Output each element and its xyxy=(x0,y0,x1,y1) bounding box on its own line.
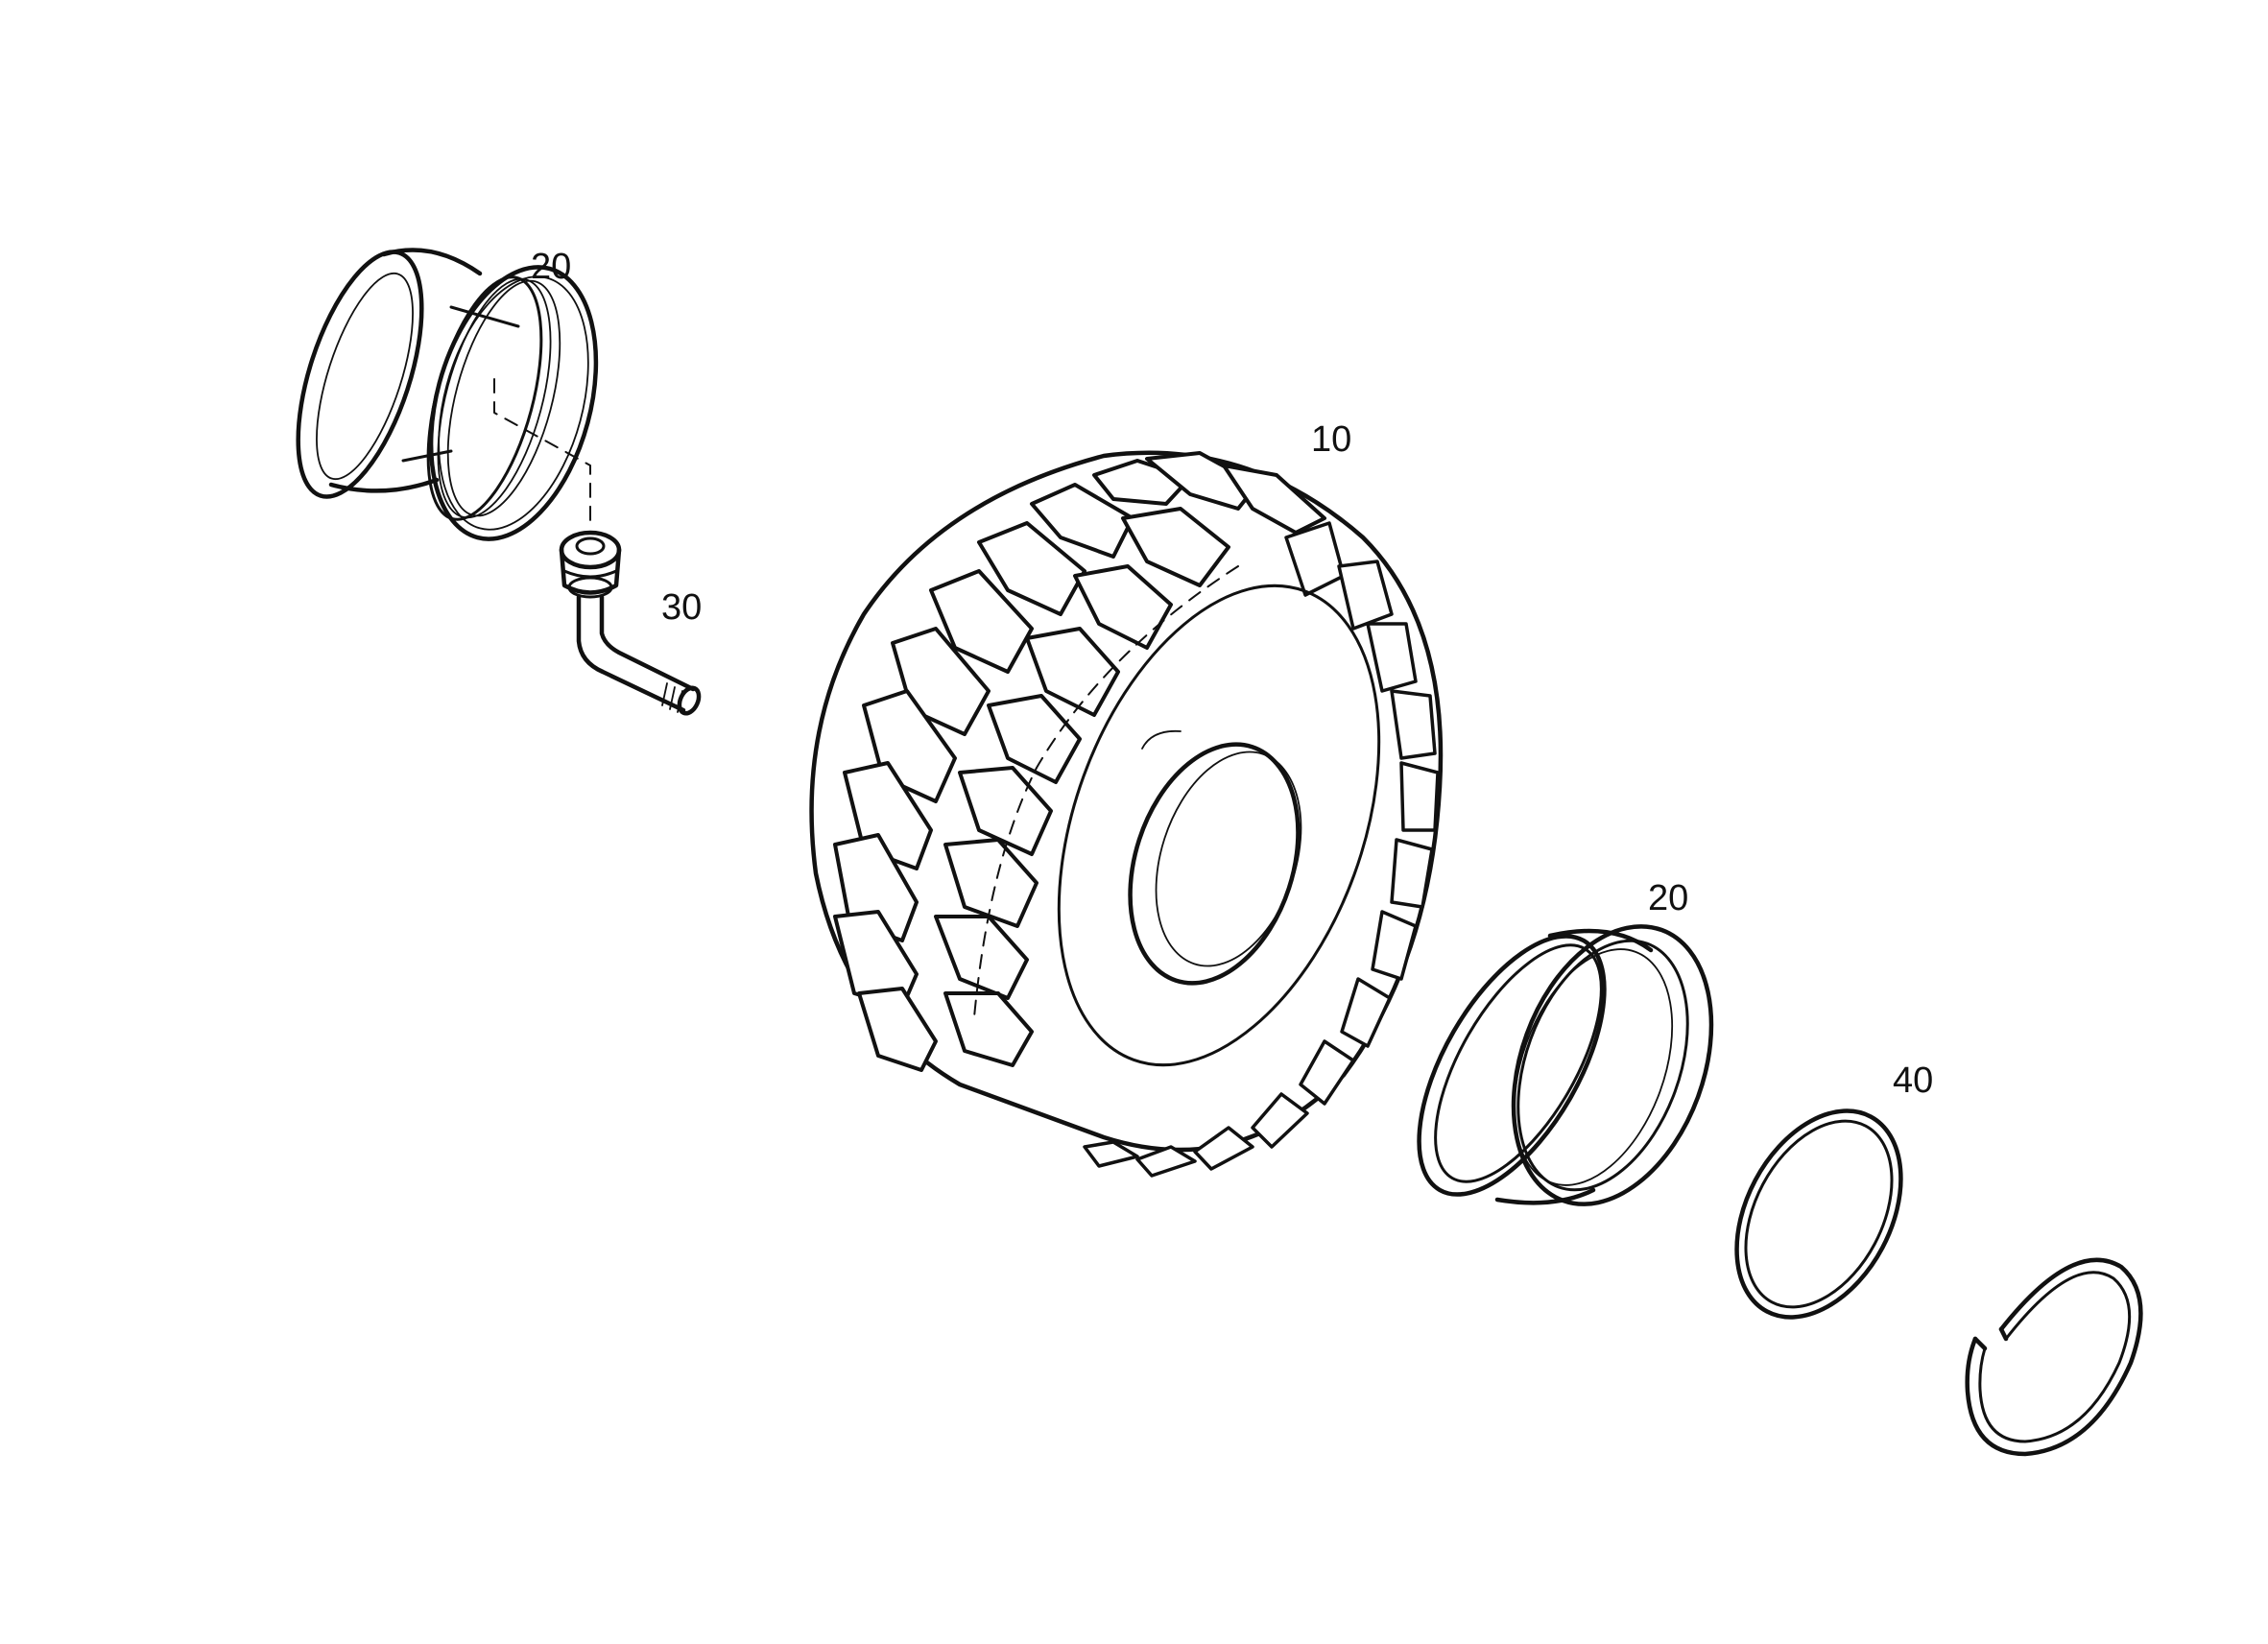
side-tread-blocks xyxy=(1083,521,1440,1178)
flange-part xyxy=(1417,924,1714,1206)
label-tire: 10 xyxy=(1311,419,1351,460)
tread-lugs xyxy=(833,451,1326,1072)
label-valve: 30 xyxy=(661,587,702,628)
rim-part xyxy=(296,248,599,541)
bead-seat-ring-part xyxy=(1734,1108,1903,1320)
tire-part xyxy=(809,450,1444,1178)
label-rim: 20 xyxy=(531,247,571,287)
lock-ring-part xyxy=(1965,1257,2143,1457)
label-bead-seat-ring: 40 xyxy=(1893,1060,1933,1101)
valve-part xyxy=(559,530,702,716)
label-flange: 20 xyxy=(1648,878,1688,918)
